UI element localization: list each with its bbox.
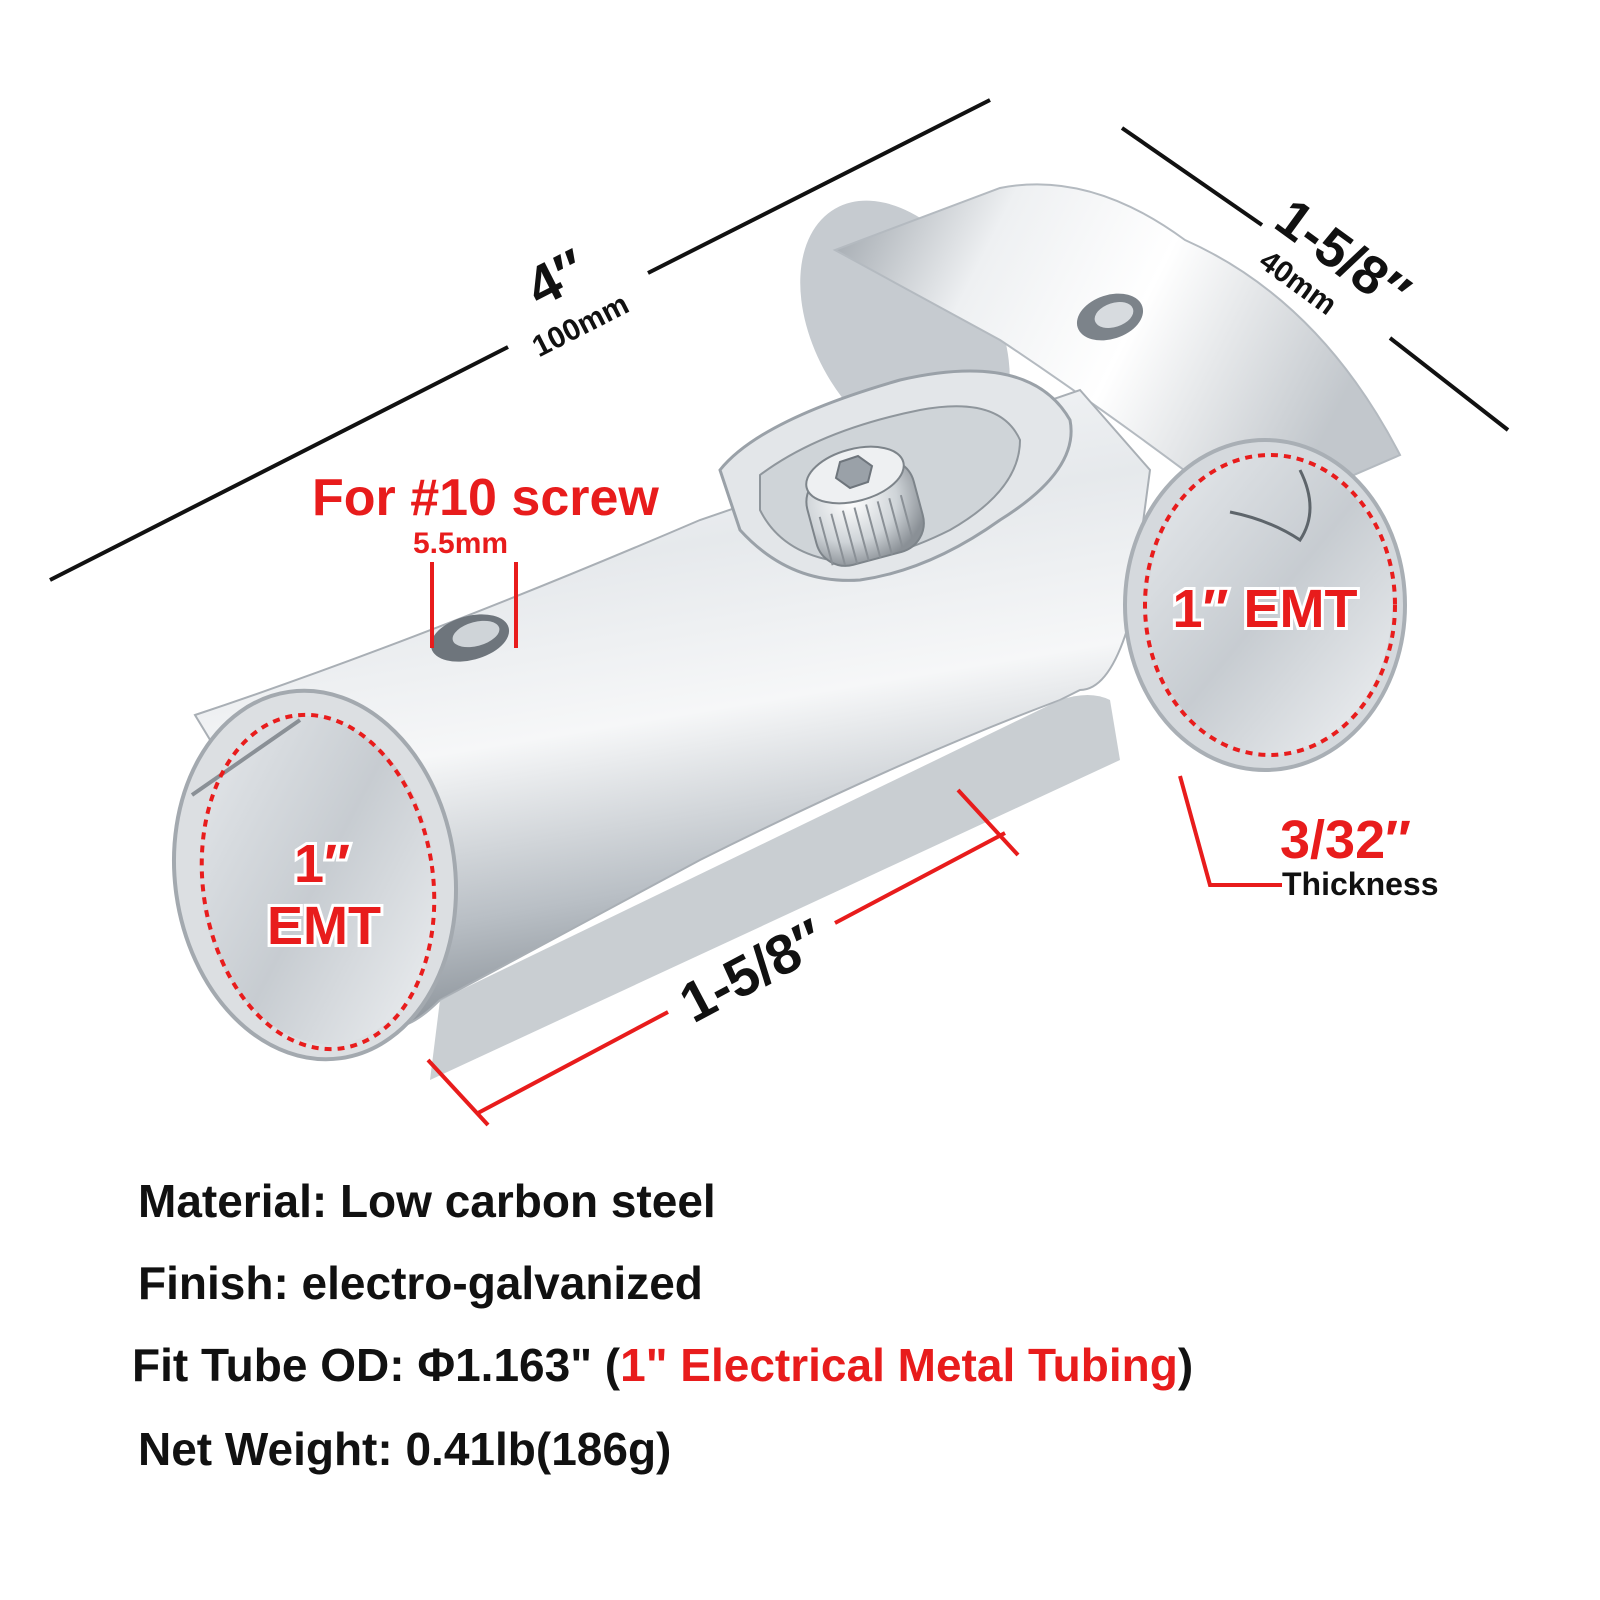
thickness-callout: 3/32″ Thickness — [1178, 775, 1439, 902]
spec-material: Material: Low carbon steel — [138, 1175, 716, 1227]
left-opening-type: EMT — [267, 896, 381, 956]
hex-socket-screw-icon — [805, 445, 925, 567]
right-opening — [1123, 438, 1407, 772]
spec-fit-prefix: Fit Tube OD: Φ1.163" ( — [132, 1339, 621, 1391]
spec-fit-highlight: 1" Electrical Metal Tubing — [620, 1339, 1178, 1391]
left-opening — [171, 688, 459, 1062]
thickness-label: Thickness — [1282, 866, 1439, 902]
screw-callout: For #10 screw 5.5mm — [312, 469, 659, 648]
screw-label: For #10 screw — [312, 469, 659, 527]
tee-fitting — [171, 183, 1407, 1080]
spec-fit-suffix: ) — [1177, 1339, 1194, 1391]
thickness-value: 3/32″ — [1280, 810, 1411, 870]
right-opening-label: 1″ EMT — [1173, 579, 1358, 639]
left-opening-size: 1″ — [294, 834, 350, 894]
spec-weight: Net Weight: 0.41lb(186g) — [138, 1423, 672, 1475]
spec-fit-tube: Fit Tube OD: Φ1.163" (1" Electrical Meta… — [132, 1338, 1193, 1392]
screw-hole-size: 5.5mm — [413, 527, 508, 560]
spec-finish: Finish: electro-galvanized — [138, 1257, 703, 1309]
